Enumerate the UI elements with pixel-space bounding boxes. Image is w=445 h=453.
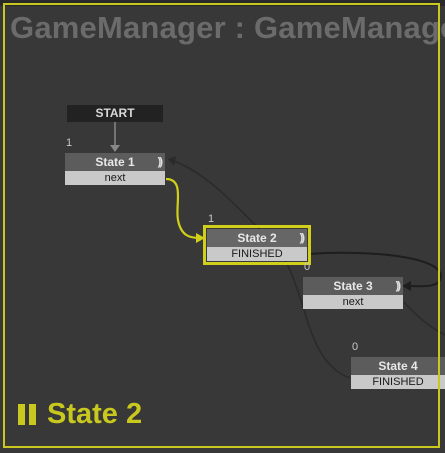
state-node-3[interactable]: 0 State 3 )) next [303, 261, 403, 309]
link-back-state1-arrow [168, 156, 176, 166]
state-name: State 3 [333, 279, 373, 293]
transition-wave-icon: )) [157, 156, 164, 168]
link-back-state1 [173, 160, 351, 379]
link-state1-state2-arrow [196, 233, 205, 243]
state-index: 1 [208, 213, 215, 225]
transition-wave-icon: )) [395, 280, 402, 292]
state-node-4[interactable]: 0 State 4 FINISHED [351, 341, 445, 389]
state-index: 0 [304, 261, 311, 273]
state-event[interactable]: FINISHED [207, 247, 307, 261]
state-name: State 4 [378, 359, 418, 373]
start-node[interactable]: START [67, 105, 163, 122]
state-index: 0 [352, 341, 359, 353]
state-node-1[interactable]: 1 State 1 )) next [65, 137, 165, 185]
state-event[interactable]: FINISHED [351, 375, 445, 389]
state-name: State 2 [237, 231, 277, 245]
playback-status: State 2 [18, 397, 142, 431]
start-link-arrow [110, 145, 120, 152]
state-event[interactable]: next [65, 171, 165, 185]
link-state1-state2 [165, 177, 201, 240]
transition-wave-icon: )) [299, 232, 306, 244]
state-index: 1 [66, 137, 73, 149]
state-node-2[interactable]: 1 State 2 )) FINISHED [203, 213, 311, 265]
active-state-label: State 2 [47, 397, 143, 430]
state-event[interactable]: next [303, 295, 403, 309]
link-state2-state3-arrow [402, 281, 411, 291]
link-state3-right [403, 301, 445, 336]
state-header[interactable]: State 3 )) [303, 277, 403, 295]
state-header[interactable]: State 1 )) [65, 153, 165, 171]
state-name: State 1 [95, 155, 135, 169]
state-header[interactable]: State 4 [351, 357, 445, 375]
state-header[interactable]: State 2 )) [207, 229, 307, 247]
pause-icon[interactable] [18, 403, 38, 425]
graph-title: GameManager : GameManager [10, 10, 445, 45]
